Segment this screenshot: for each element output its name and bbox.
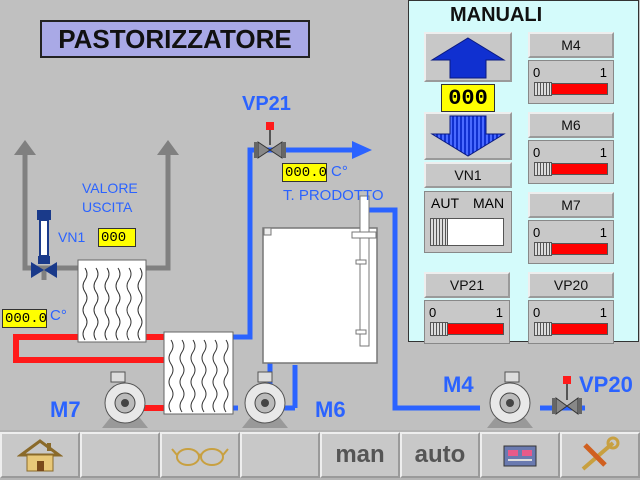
vp21-toggle-button[interactable]: VP21 xyxy=(424,272,510,298)
network-icon xyxy=(503,445,537,467)
glasses-icon xyxy=(171,448,229,466)
m6-label: M6 xyxy=(315,397,346,422)
tools-icon xyxy=(581,436,620,471)
m7-slider-thumb[interactable] xyxy=(534,242,552,256)
pump-m7-graphic xyxy=(102,371,148,428)
blank-button-2[interactable] xyxy=(240,432,320,478)
network-button[interactable] xyxy=(480,432,560,478)
vp20-toggle-button[interactable]: VP20 xyxy=(528,272,614,298)
flow-arrow xyxy=(352,141,372,159)
m7-toggle-button[interactable]: M7 xyxy=(528,192,614,218)
auto-button-label: auto xyxy=(414,441,466,468)
m7-label: M7 xyxy=(50,397,81,422)
arrow-up-icon xyxy=(430,37,506,79)
product-temp-field: 000.0 xyxy=(282,163,327,182)
m4-toggle-button[interactable]: M4 xyxy=(528,32,614,58)
vn1-label: VN1 xyxy=(58,229,86,245)
tools-button[interactable] xyxy=(560,432,640,478)
inlet-temp-field: 000.0 xyxy=(2,309,47,328)
t-prodotto-label: T. PRODOTTO xyxy=(283,187,384,204)
m6-slider-max: 1 xyxy=(599,145,607,160)
arrow-down-icon xyxy=(430,115,506,157)
pump-m6-graphic xyxy=(242,371,288,428)
product-temp-unit: C° xyxy=(331,163,348,180)
vent-arrow-left xyxy=(14,140,36,155)
setpoint-value: 000 xyxy=(441,84,495,112)
vent-arrow-right xyxy=(157,140,179,155)
vp21-slider-max: 1 xyxy=(495,305,503,320)
tank xyxy=(262,195,378,364)
inlet-temp-unit: C° xyxy=(50,307,67,324)
man-button-label: man xyxy=(335,441,385,468)
m7-slider-min: 0 xyxy=(533,225,541,240)
home-button[interactable] xyxy=(0,432,80,478)
m7-slider-max: 1 xyxy=(599,225,607,240)
vn1-output-field[interactable]: 000 xyxy=(98,228,136,247)
aut-man-switch[interactable]: AUT MAN xyxy=(424,191,512,253)
aut-man-thumb[interactable] xyxy=(430,218,448,246)
vp20-slider-max: 1 xyxy=(599,305,607,320)
decrease-button[interactable] xyxy=(424,112,512,160)
valore-uscita-label-1: VALORE xyxy=(82,180,138,196)
m6-slider-min: 0 xyxy=(533,145,541,160)
m7-slider[interactable]: 0 1 xyxy=(528,220,614,264)
increase-button[interactable] xyxy=(424,32,512,82)
blank-button-1[interactable] xyxy=(80,432,160,478)
m4-slider-min: 0 xyxy=(533,65,541,80)
vp20-slider[interactable]: 0 1 xyxy=(528,300,614,344)
heat-exchanger-2 xyxy=(163,331,234,415)
vp20-valve-graphic xyxy=(552,376,582,415)
manual-panel-title: MANUALI xyxy=(450,4,543,26)
man-button[interactable]: man xyxy=(320,432,400,478)
vn1-valve-graphic xyxy=(31,210,57,278)
vp20-slider-thumb[interactable] xyxy=(534,322,552,336)
vp20-slider-min: 0 xyxy=(533,305,541,320)
m4-slider-thumb[interactable] xyxy=(534,82,552,96)
m6-slider[interactable]: 0 1 xyxy=(528,140,614,184)
m4-label: M4 xyxy=(443,372,474,397)
m6-toggle-button[interactable]: M6 xyxy=(528,112,614,138)
vp20-label: VP20 xyxy=(579,372,633,397)
vp21-slider-min: 0 xyxy=(429,305,437,320)
valore-uscita-label-2: USCITA xyxy=(82,199,133,215)
heat-exchanger-1 xyxy=(77,259,147,343)
vp21-slider[interactable]: 0 1 xyxy=(424,300,510,344)
vp21-slider-thumb[interactable] xyxy=(430,322,448,336)
vp21-valve-graphic xyxy=(254,122,286,159)
aut-label: AUT xyxy=(431,195,459,211)
pump-m4-graphic xyxy=(487,371,533,428)
vn1-button[interactable]: VN1 xyxy=(424,162,512,188)
m4-slider-max: 1 xyxy=(599,65,607,80)
home-icon xyxy=(17,439,63,472)
m6-slider-thumb[interactable] xyxy=(534,162,552,176)
man-label: MAN xyxy=(473,195,505,211)
page-title: PASTORIZZATORE xyxy=(40,20,310,58)
m4-slider[interactable]: 0 1 xyxy=(528,60,614,104)
auto-button[interactable]: auto xyxy=(400,432,480,478)
vp21-label: VP21 xyxy=(242,93,291,115)
glasses-button[interactable] xyxy=(160,432,240,478)
